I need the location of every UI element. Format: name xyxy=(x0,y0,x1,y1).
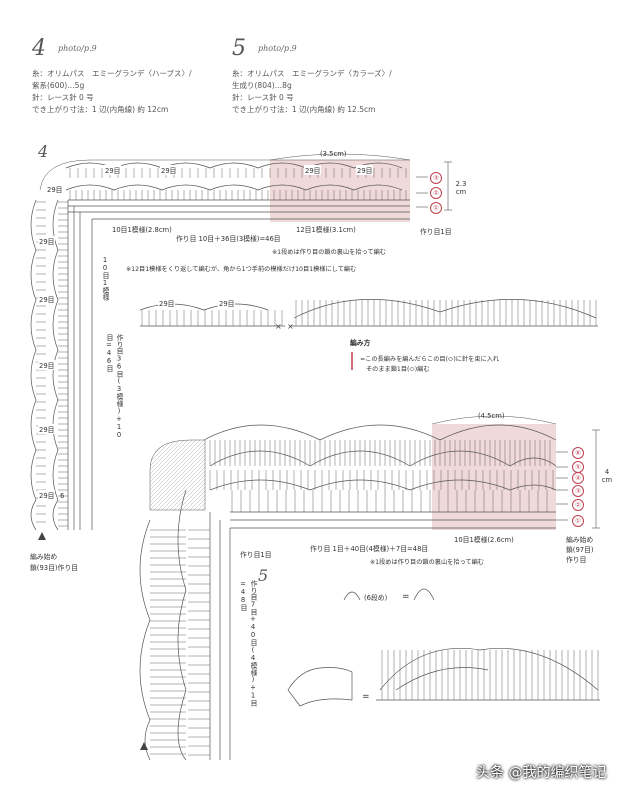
p4-side-count-5: 29目 xyxy=(38,490,56,500)
p5-equals-2: = xyxy=(362,692,370,702)
p4-note-2: ※12目1模様をくり返して編むが、角から1つ手前の模様だけ10目1模様にして編む xyxy=(126,266,357,273)
p5-row6-label: (6段め) xyxy=(364,594,388,602)
p4-method-line-2: そのまま鎖1目(⬭)編む xyxy=(366,366,430,373)
p5-diagram-label: 5 xyxy=(258,566,269,585)
p4-side-count-4: 29目 xyxy=(38,424,56,434)
p4-method-title: 編み方 xyxy=(350,339,371,347)
p5-row-marker-3: ③ xyxy=(572,485,584,497)
watermark: 头条 @我的编织笔记 xyxy=(476,765,607,781)
p5-start-arrow xyxy=(140,742,148,750)
svg-text:×: × xyxy=(275,322,282,331)
p4-start-arrow xyxy=(38,532,46,540)
p5-row-marker-2: ② xyxy=(572,499,584,511)
pattern4-info: 糸：オリムパス エミーグランデ〈ハーブス〉/ 紫系(600)…5g 針：レース針… xyxy=(32,68,192,116)
p5-highlight xyxy=(432,424,556,530)
p4-diagram-label: 4 xyxy=(38,142,49,161)
pattern5-info: 糸：オリムパス エミーグランデ〈カラーズ〉/ 生成り(804)…8g 針：レース… xyxy=(232,68,392,116)
p5-top-dimension: (4.5cm) xyxy=(478,412,505,420)
p4-method-line-1: =この長編みを編んだらこの目(⬭)に針を束に入れ xyxy=(360,356,500,363)
pattern4-number: 4 xyxy=(32,36,46,61)
pattern5-hook: 針：レース針 0 号 xyxy=(232,93,294,102)
p4-side-count-0: 29目 xyxy=(46,184,64,194)
p4-top-dimension: (3.5cm) xyxy=(320,150,347,158)
p4-six: 6 xyxy=(60,492,65,500)
pattern4-color: 紫系(600)…5g xyxy=(32,81,85,90)
p5-note-1: ※1段めは作り目の鎖の裏山を拾って編む xyxy=(370,559,484,566)
p4-repeat-count-2: 29目 xyxy=(160,165,178,175)
p5-foundation-total: 作り目 1目＋40目(4模様)＋7目=48目 xyxy=(310,545,429,553)
p4-inner-left: 10目1模様(2.8cm) xyxy=(112,226,172,234)
p5-equals-1: = xyxy=(402,592,410,602)
p4-height-dimension: 2.3 cm xyxy=(455,180,467,196)
pattern4-yarn: 糸：オリムパス エミーグランデ〈ハーブス〉/ xyxy=(32,69,192,78)
pattern5-color: 生成り(804)…8g xyxy=(232,81,292,90)
pattern5-size: でき上がり寸法：1 辺(内角線) 約 12.5cm xyxy=(232,105,376,114)
p4-repeat-count-3: 29目 xyxy=(304,165,322,175)
p5-start-caption: 編み始め 鎖(97目) 作り目 xyxy=(566,536,594,564)
svg-text:×: × xyxy=(287,322,294,331)
p4-vertical-total: 作り目36目(3模様)+10目=46目 xyxy=(104,334,124,444)
p5-row-marker-4: ④ xyxy=(572,472,584,484)
p4-note-1: ※1段めは作り目の鎖の裏山を拾って編む xyxy=(272,249,386,256)
p4-row-marker-1: ① xyxy=(430,202,442,214)
pattern5-yarn: 糸：オリムパス エミーグランデ〈カラーズ〉/ xyxy=(232,69,392,78)
p5-vertical-total: 作り目7目+40目(4模様)+1目=48目 xyxy=(238,580,258,710)
pattern4-size: でき上がり寸法：1 辺(内角線) 約 12cm xyxy=(32,105,169,114)
pattern4-photo-ref: photo/p.9 xyxy=(58,44,97,53)
p4-inner-right: 12目1模様(3.1cm) xyxy=(296,226,356,234)
p4-vertical-repeat: 10目1模様 xyxy=(100,256,110,301)
p5-row-marker-6: ⑥ xyxy=(572,447,584,459)
p4-row-marker-3: ③ xyxy=(430,172,442,184)
p4-side-count-3: 29目 xyxy=(38,360,56,370)
p4-row-marker-2: ② xyxy=(430,187,442,199)
pattern5-number: 5 xyxy=(232,36,246,61)
p4-foundation-total: 作り目 10目＋36目(3模様)=46目 xyxy=(176,235,281,243)
pattern4-hook: 針：レース針 0 号 xyxy=(32,93,94,102)
p5-row-marker-1: ① xyxy=(572,515,584,527)
p4-start-label: 作り目1目 xyxy=(420,228,452,236)
p4-sample-repeat-b: 29目 xyxy=(218,298,236,308)
p4-side-count-2: 29目 xyxy=(38,294,56,304)
p4-repeat-count-4: 29目 xyxy=(356,165,374,175)
p5-start-label: 作り目1目 xyxy=(240,551,272,559)
p5-inner-right: 10目1模様(2.6cm) xyxy=(454,536,514,544)
p4-start-caption: 編み始め 鎖(93目)作り目 xyxy=(30,553,78,572)
p4-repeat-count-1: 29目 xyxy=(104,165,122,175)
p4-sample-repeat-a: 29目 xyxy=(158,298,176,308)
pattern5-photo-ref: photo/p.9 xyxy=(258,44,297,53)
p5-height-dimension: 4 cm xyxy=(601,468,613,484)
p4-side-count-1: 29目 xyxy=(38,236,56,246)
